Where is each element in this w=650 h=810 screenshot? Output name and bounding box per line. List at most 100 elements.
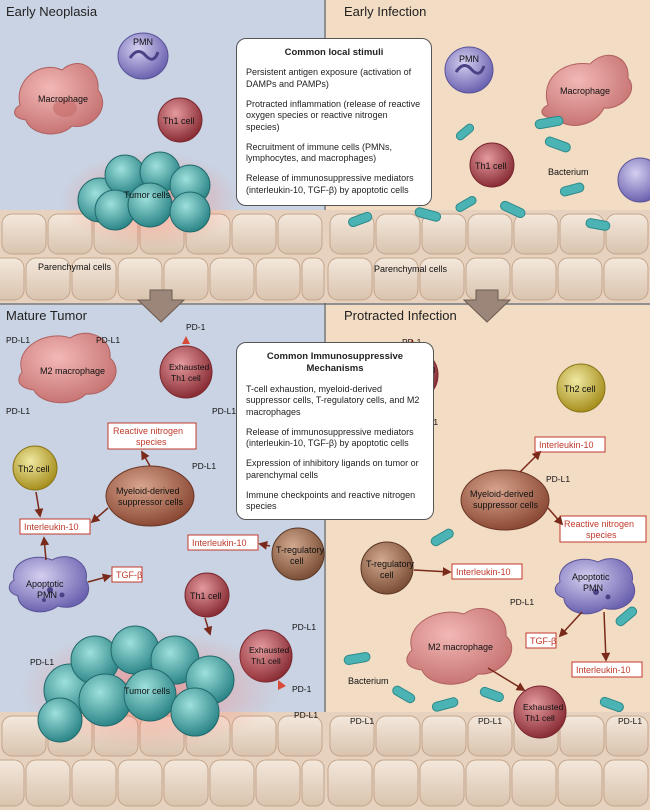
pmn-label-infection: PMN xyxy=(459,54,479,64)
macrophage-label: Macrophage xyxy=(38,94,88,104)
macrophage-label-infection: Macrophage xyxy=(560,86,610,96)
pdl1-label-infection-d: PD-L1 xyxy=(618,716,642,726)
svg-text:Interleukin-10: Interleukin-10 xyxy=(539,440,594,450)
pdl1-label-th1-a: PD-L1 xyxy=(212,406,236,416)
bacteria-early xyxy=(348,115,611,231)
treg-label-infection-1: T-regulatory xyxy=(366,559,415,569)
th2-cell-infection xyxy=(556,363,606,413)
myeloid-label-infection-1: Myeloid-derived xyxy=(470,489,534,499)
apoptotic-label: Apoptotic xyxy=(26,579,64,589)
svg-text:Interleukin-10: Interleukin-10 xyxy=(456,567,511,577)
pdl1-label-m2-c: PD-L1 xyxy=(6,406,30,416)
stimuli-item: Recruitment of immune cells (PMNs, lymph… xyxy=(246,141,393,164)
tumor-cells-label-mature: Tumor cells xyxy=(124,686,171,696)
common-local-stimuli-box: Common local stimuli Persistent antigen … xyxy=(236,38,432,206)
svg-text:species: species xyxy=(586,530,617,540)
t-regulatory-cell-infection xyxy=(360,541,414,595)
mechanisms-item: Release of immunosuppressive mediators (… xyxy=(246,426,414,449)
stimuli-item: Persistent antigen exposure (activation … xyxy=(246,67,412,90)
arrows-mature-tumor xyxy=(34,450,271,636)
treg-label-infection-2: cell xyxy=(380,570,394,580)
exhausted-label-b: Exhausted xyxy=(249,645,289,655)
th2-label-infection: Th2 cell xyxy=(564,384,596,394)
progression-arrow-right xyxy=(462,289,512,323)
pmn-label: PMN xyxy=(133,37,153,47)
apoptotic-pmn-label-infection: PMN xyxy=(583,583,603,593)
pmn-cell-infection xyxy=(444,46,494,94)
svg-text:species: species xyxy=(136,437,167,447)
stimuli-item: Protracted inflammation (release of reac… xyxy=(246,98,421,133)
reactive-nitrogen-box-right: Reactive nitrogen species xyxy=(559,515,647,543)
exhausted-th1-label-a: Th1 cell xyxy=(171,373,201,383)
arrows-protracted-infection xyxy=(413,450,611,691)
exhausted-label-infection-b: Exhausted xyxy=(523,702,563,712)
apoptotic-pmn-label: PMN xyxy=(37,590,57,600)
m2-macrophage-label: M2 macrophage xyxy=(40,366,105,376)
treg-label-1: T-regulatory xyxy=(276,545,325,555)
reactive-nitrogen-box-left: Reactive nitrogen species xyxy=(107,422,197,450)
svg-text:Interleukin-10: Interleukin-10 xyxy=(24,522,79,532)
tgfb-box-right: TGF-β xyxy=(525,632,557,649)
interleukin10-box-left: Interleukin-10 xyxy=(19,518,91,535)
th2-cell xyxy=(12,445,58,491)
parenchymal-label-right: Parenchymal cells xyxy=(374,264,448,274)
svg-text:Interleukin-10: Interleukin-10 xyxy=(576,665,631,675)
tgfb-box-left: TGF-β xyxy=(111,566,143,583)
th1-cell-tumor xyxy=(184,572,230,618)
pdl1-label-m2-a: PD-L1 xyxy=(6,335,30,345)
interleukin10-box-center: Interleukin-10 xyxy=(187,534,259,551)
pdl1-label-infection-b: PD-L1 xyxy=(350,716,374,726)
bacterium-label-early: Bacterium xyxy=(548,167,589,177)
pdl1-label-myeloid: PD-L1 xyxy=(192,461,216,471)
m2-macrophage-infection xyxy=(406,608,513,685)
th2-label: Th2 cell xyxy=(18,464,50,474)
th1-cell-infection xyxy=(469,142,515,188)
myeloid-derived-suppressor-cells xyxy=(105,465,195,527)
pdl1-label-tumor-a: PD-L1 xyxy=(30,657,54,667)
apoptotic-label-infection: Apoptotic xyxy=(572,572,610,582)
immunosuppressive-mechanisms-box: Common Immunosuppressive Mechanisms T-ce… xyxy=(236,342,434,520)
macrophage-cell xyxy=(14,63,104,135)
panel-title-mature-tumor: Mature Tumor xyxy=(6,308,88,323)
exhausted-th1-cell-infection-b xyxy=(513,685,567,739)
exhausted-th1-cell xyxy=(159,336,213,399)
mechanisms-item: T-cell exhaustion, myeloid-derived suppr… xyxy=(246,383,420,418)
mechanisms-title: Common Immunosuppressive Mechanisms xyxy=(266,351,404,375)
th1-label-infection: Th1 cell xyxy=(475,161,507,171)
pd1-label-a: PD-1 xyxy=(186,322,206,332)
pdl1-label-tumor-b: PD-L1 xyxy=(294,710,318,720)
svg-text:Interleukin-10: Interleukin-10 xyxy=(192,538,247,548)
exhausted-th1-label-b: Th1 cell xyxy=(251,656,281,666)
stimuli-title: Common local stimuli xyxy=(284,47,384,58)
panel-title-early-neoplasia: Early Neoplasia xyxy=(6,4,98,19)
th1-label: Th1 cell xyxy=(163,116,195,126)
progression-arrow-left xyxy=(136,289,186,323)
interleukin10-box-right-a: Interleukin-10 xyxy=(534,436,606,453)
parenchymal-label-left: Parenchymal cells xyxy=(38,262,112,272)
exhausted-label-a: Exhausted xyxy=(169,362,209,372)
stimuli-item: Release of immunosuppressive mediators (… xyxy=(246,173,414,195)
panel-title-early-infection: Early Infection xyxy=(344,4,426,19)
svg-text:TGF-β: TGF-β xyxy=(116,570,142,580)
bacterium-label-protracted: Bacterium xyxy=(348,676,389,686)
panel-title-protracted-infection: Protracted Infection xyxy=(344,308,457,323)
tumor-cells xyxy=(60,151,240,248)
th1-label-tumor: Th1 cell xyxy=(190,591,222,601)
tumor-cells-label: Tumor cells xyxy=(124,190,171,200)
apoptotic-pmn xyxy=(8,556,89,613)
svg-text:Reactive nitrogen: Reactive nitrogen xyxy=(113,426,183,436)
treg-label-2: cell xyxy=(290,556,304,566)
pdl1-label-myeloid-infection: PD-L1 xyxy=(546,474,570,484)
bacteria-protracted xyxy=(343,528,638,713)
myeloid-derived-suppressor-cells-infection xyxy=(460,469,550,531)
interleukin10-box-right-b: Interleukin-10 xyxy=(451,563,523,580)
svg-text:Reactive nitrogen: Reactive nitrogen xyxy=(564,519,634,529)
m2-macrophage xyxy=(18,332,117,404)
pdl1-label-m2-b: PD-L1 xyxy=(96,335,120,345)
myeloid-label-infection-2: suppressor cells xyxy=(473,500,539,510)
pdl1-label-m2-infection: PD-L1 xyxy=(510,597,534,607)
pdl1-label-th1-b: PD-L1 xyxy=(292,622,316,632)
mechanisms-item: Immune checkpoints and reactive nitrogen… xyxy=(246,489,416,512)
pmn-cell xyxy=(117,32,169,80)
